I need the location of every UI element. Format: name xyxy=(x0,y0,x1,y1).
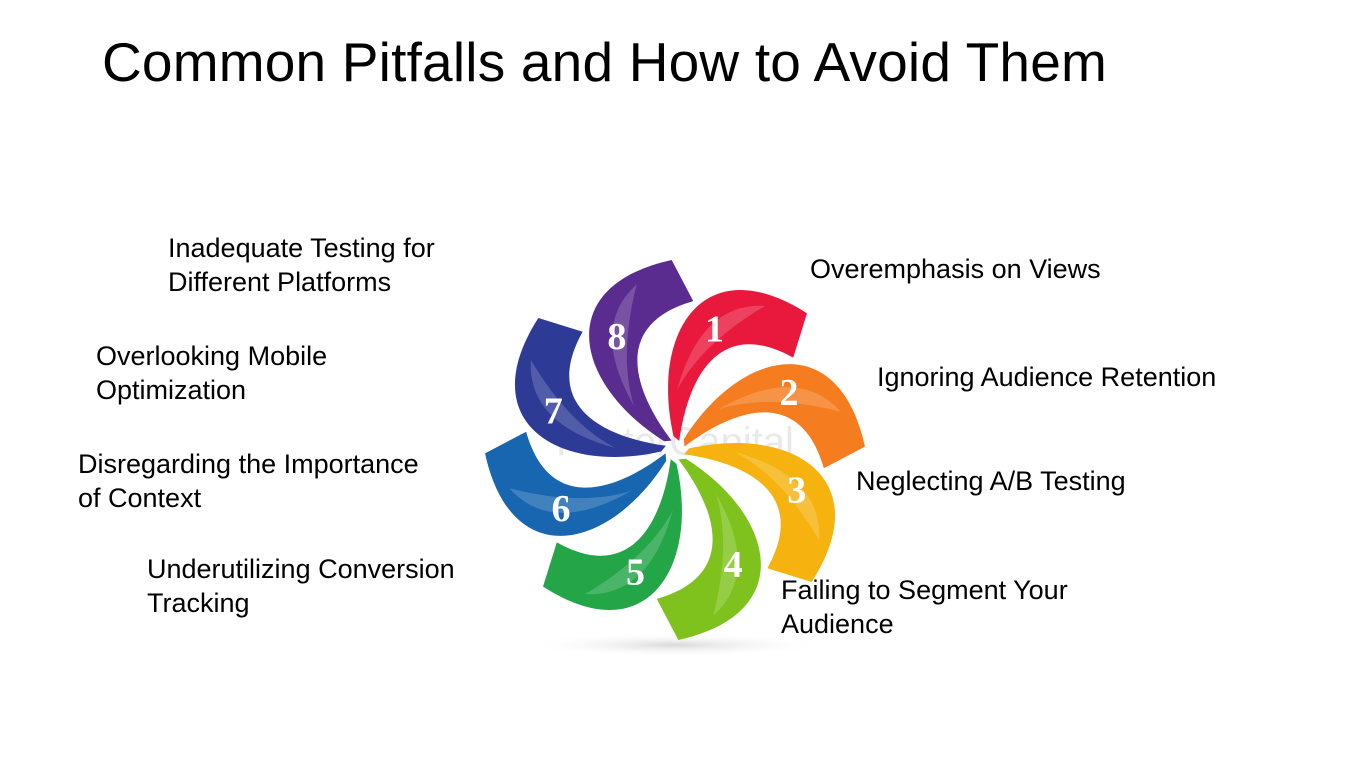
pitfall-label-8: Inadequate Testing for Different Platfor… xyxy=(168,233,435,297)
petal-sheen-2 xyxy=(718,387,841,412)
petal-sheen-6 xyxy=(509,488,632,513)
petal-number-6: 6 xyxy=(551,488,570,530)
pitfall-label-7: Overlooking Mobile Optimization xyxy=(96,341,328,405)
petal-sheen-7 xyxy=(530,359,616,448)
petal-3: 3 xyxy=(684,443,836,582)
petal-number-2: 2 xyxy=(780,372,799,414)
petal-shape-4 xyxy=(656,458,761,640)
petal-2: 2 xyxy=(683,364,865,469)
petal-8: 8 xyxy=(589,260,694,442)
petal-shape-6 xyxy=(485,431,667,536)
petal-number-1: 1 xyxy=(705,308,724,350)
petal-sheen-4 xyxy=(713,493,738,616)
petal-5: 5 xyxy=(543,459,682,611)
pitfall-label-1: Overemphasis on Views xyxy=(810,254,1101,284)
petal-shape-3 xyxy=(684,443,836,582)
petal-6: 6 xyxy=(485,431,667,536)
petal-7: 7 xyxy=(514,318,666,457)
petal-number-4: 4 xyxy=(724,544,743,586)
petal-sheen-3 xyxy=(734,452,820,541)
floor-shadow xyxy=(525,633,825,657)
petal-1: 1 xyxy=(668,289,807,441)
petal-shape-7 xyxy=(514,318,666,457)
petal-shape-2 xyxy=(683,364,865,469)
petal-number-8: 8 xyxy=(607,316,626,358)
pitfall-label-6: Disregarding the Importance of Context xyxy=(78,449,419,513)
petal-number-3: 3 xyxy=(787,470,806,512)
pitfall-label-2: Ignoring Audience Retention xyxy=(877,362,1217,392)
petal-sheen-1 xyxy=(677,305,766,391)
pitfall-label-3: Neglecting A/B Testing xyxy=(856,466,1126,496)
petal-shape-8 xyxy=(589,260,694,442)
petal-sheen-8 xyxy=(612,284,637,407)
petal-4: 4 xyxy=(656,458,761,640)
petal-number-5: 5 xyxy=(626,552,645,594)
petal-number-7: 7 xyxy=(544,390,563,432)
slide-title: Common Pitfalls and How to Avoid Them xyxy=(102,31,1107,93)
petal-shape-5 xyxy=(543,459,682,611)
petal-shape-1 xyxy=(668,289,807,441)
pitfall-label-5: Underutilizing Conversion Tracking xyxy=(147,554,455,618)
pitfall-label-4: Failing to Segment Your Audience xyxy=(781,575,1068,639)
petal-sheen-5 xyxy=(584,509,673,595)
